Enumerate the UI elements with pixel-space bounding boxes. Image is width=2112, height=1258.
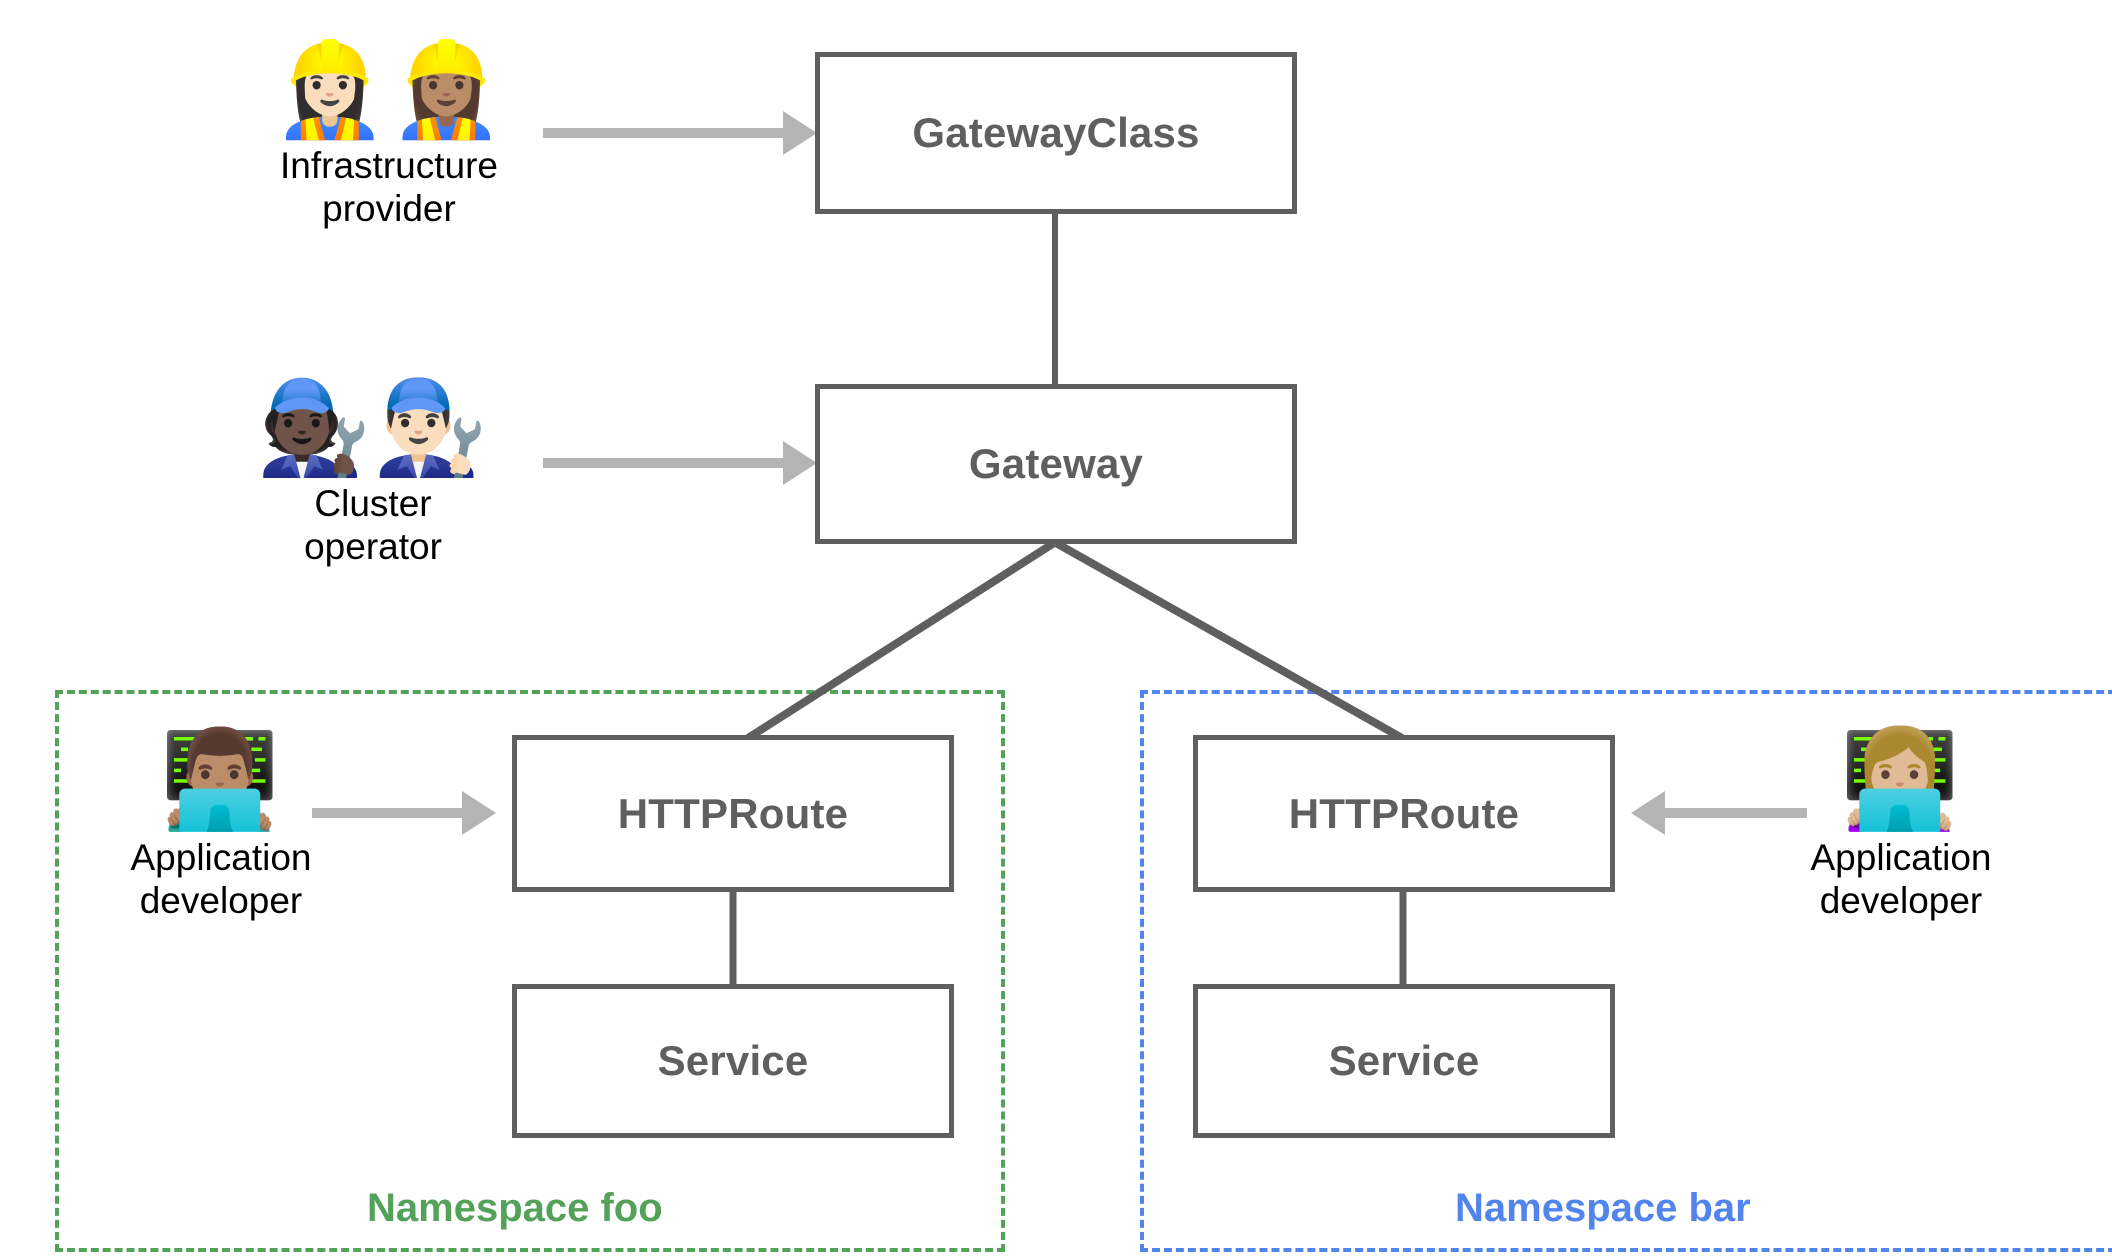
namespace-bar-container bbox=[1140, 690, 2112, 1252]
arrow-application-developer-bar-head bbox=[1631, 791, 1665, 835]
arrow-application-developer-foo-head bbox=[462, 791, 496, 835]
node-service-bar-label: Service bbox=[1328, 1037, 1480, 1084]
arrow-infrastructure-provider-shaft bbox=[543, 128, 783, 138]
arrow-infrastructure-provider-head bbox=[783, 111, 817, 155]
persona-application-developer-foo-caption: Application developer bbox=[130, 836, 312, 922]
node-gatewayclass[interactable]: GatewayClass bbox=[815, 52, 1297, 214]
node-service-foo[interactable]: Service bbox=[512, 984, 954, 1138]
node-httproute-foo-label: HTTPRoute bbox=[617, 789, 849, 837]
edge-gateway-httproute-bar bbox=[1054, 539, 1404, 742]
technologist-man-icon: 👨🏽‍💻 bbox=[160, 723, 282, 835]
technologist-woman-icon: 👩🏼‍💻 bbox=[1840, 723, 1962, 835]
persona-cluster-operator: 🧑🏿‍🔧👨🏻‍🔧 Cluster operator bbox=[256, 380, 487, 568]
arrow-application-developer-bar-shaft bbox=[1665, 808, 1807, 818]
construction-worker-woman-icon: 👷🏻‍♀️👷🏽‍♀️ bbox=[272, 36, 506, 143]
mechanic-icon: 🧑🏿‍🔧👨🏻‍🔧 bbox=[256, 374, 490, 481]
persona-application-developer-bar: 👩🏼‍💻 Application developer bbox=[1790, 723, 2012, 922]
node-service-bar[interactable]: Service bbox=[1193, 984, 1615, 1138]
edge-gateway-httproute-foo bbox=[745, 539, 1057, 742]
node-httproute-bar[interactable]: HTTPRoute bbox=[1193, 735, 1615, 892]
persona-infrastructure-provider-caption: Infrastructure provider bbox=[280, 144, 498, 229]
persona-application-developer-foo: 👨🏽‍💻 Application developer bbox=[110, 723, 332, 922]
node-gateway-label: Gateway bbox=[968, 440, 1144, 487]
arrow-application-developer-foo-shaft bbox=[312, 808, 462, 818]
arrow-cluster-operator-shaft bbox=[543, 458, 783, 468]
namespace-bar-label: Namespace bar bbox=[1455, 1186, 1751, 1230]
persona-cluster-operator-caption: Cluster operator bbox=[304, 482, 442, 567]
node-gateway[interactable]: Gateway bbox=[815, 384, 1297, 544]
namespace-foo-label: Namespace foo bbox=[367, 1186, 663, 1230]
node-httproute-foo[interactable]: HTTPRoute bbox=[512, 735, 954, 892]
node-service-foo-label: Service bbox=[657, 1037, 809, 1084]
persona-application-developer-bar-caption: Application developer bbox=[1810, 836, 1992, 922]
node-httproute-bar-label: HTTPRoute bbox=[1288, 789, 1520, 837]
namespace-foo-container bbox=[55, 690, 1005, 1252]
node-gatewayclass-label: GatewayClass bbox=[912, 109, 1200, 156]
arrow-cluster-operator-head bbox=[783, 441, 817, 485]
persona-infrastructure-provider: 👷🏻‍♀️👷🏽‍♀️ Infrastructure provider bbox=[272, 42, 503, 230]
